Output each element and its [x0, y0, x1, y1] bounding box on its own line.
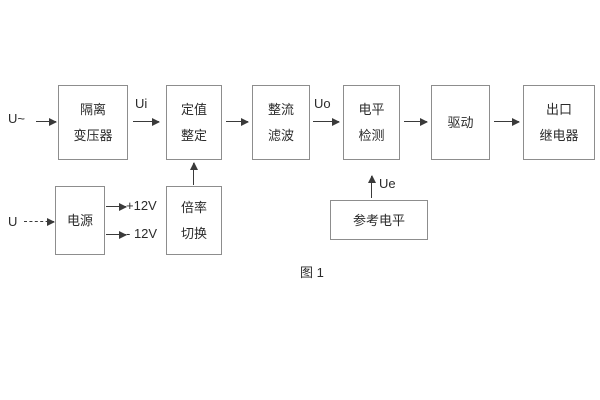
arrow-multiplier-switch-to-setting-value	[189, 162, 198, 185]
block-setting-value-line1: 定值	[180, 102, 207, 117]
figure-caption: 图 1	[300, 265, 324, 280]
block-reference-level-line1: 参考电平	[352, 212, 405, 228]
arrow-reference-level-to-level-detection	[367, 175, 376, 198]
arrow-ac-input-to-isolation-transformer	[36, 117, 57, 126]
dc-input-label: U	[8, 214, 18, 229]
block-level-detection: 电平 检测	[343, 85, 400, 160]
block-rectify-filter-line2: 滤波	[267, 128, 294, 143]
block-multiplier-switch-line1: 倍率	[180, 200, 207, 215]
block-rectify-filter-line1: 整流	[267, 102, 294, 117]
block-output-relay-line2: 继电器	[539, 128, 579, 143]
ac-input-label: U~	[8, 111, 25, 126]
block-multiplier-switch: 倍率 切换	[166, 186, 222, 255]
block-power-supply-line1: 电源	[66, 213, 93, 228]
block-isolation-transformer-line1: 隔离	[79, 102, 106, 117]
block-rectify-filter: 整流 滤波	[252, 85, 310, 160]
block-setting-value-line2: 整定	[180, 128, 207, 143]
arrow-dc-input-to-power-supply	[24, 217, 55, 226]
block-drive-line1: 驱动	[447, 115, 474, 130]
block-isolation-transformer-line2: 变压器	[73, 128, 113, 143]
block-level-detection-line2: 检测	[358, 128, 385, 143]
arrow-level-detection-to-drive	[404, 117, 428, 126]
arrow-drive-to-output-relay	[494, 117, 520, 126]
arrow-power-supply-positive-rail	[106, 202, 127, 211]
arrow-power-supply-negative-rail	[106, 230, 127, 239]
signal-label-ue: Ue	[379, 176, 396, 191]
rail-label-positive-12v: +12V	[126, 198, 157, 213]
block-power-supply: 电源	[55, 186, 105, 255]
block-output-relay-line1: 出口	[545, 102, 572, 117]
block-output-relay: 出口 继电器	[523, 85, 595, 160]
block-drive: 驱动	[431, 85, 490, 160]
block-isolation-transformer: 隔离 变压器	[58, 85, 128, 160]
block-setting-value: 定值 整定	[166, 85, 222, 160]
block-reference-level: 参考电平	[330, 200, 428, 240]
arrow-rectify-filter-to-level-detection	[313, 117, 340, 126]
arrow-setting-value-to-rectify-filter	[226, 117, 249, 126]
block-level-detection-line1: 电平	[358, 102, 385, 117]
arrow-isolation-transformer-to-setting-value	[133, 117, 160, 126]
block-multiplier-switch-line2: 切换	[180, 226, 207, 241]
signal-label-ui: Ui	[135, 96, 148, 111]
signal-label-uo: Uo	[314, 96, 331, 111]
rail-label-negative-12v: - 12V	[126, 226, 158, 241]
